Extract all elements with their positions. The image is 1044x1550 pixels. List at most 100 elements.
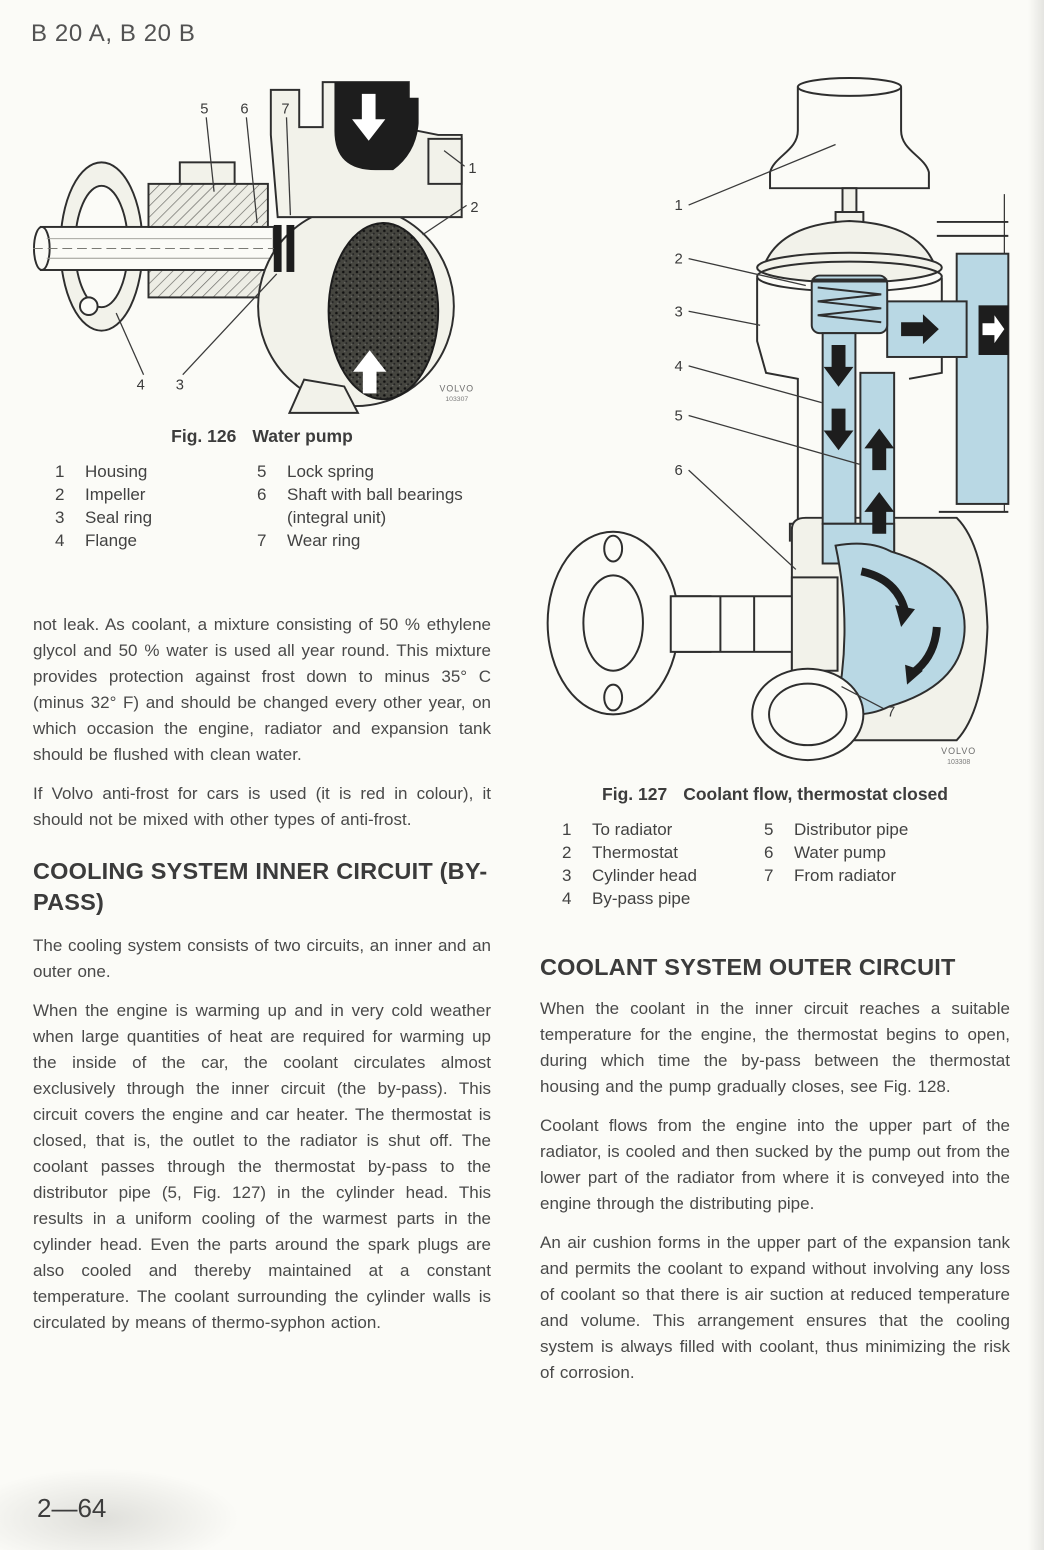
fig127-legend-right: 5 Distributor pipe 6 Water pump 7 From radi… — [764, 818, 1010, 910]
seal-rings — [273, 224, 295, 272]
legend-label: Lock spring — [287, 462, 374, 481]
legend-label: Wear ring — [287, 531, 361, 550]
paragraph-anti-frost: If Volvo anti-frost for cars is used (it… — [33, 784, 491, 829]
legend-item: 2 Thermostat — [562, 841, 764, 864]
fig127-credit: VOLVO — [941, 746, 976, 756]
legend-number: 5 — [257, 462, 267, 481]
callout-2: 2 — [675, 252, 683, 268]
fig127-caption-label: Fig. 127 — [602, 784, 668, 804]
distributor-arrow-up-icon — [864, 492, 895, 534]
legend-label: Housing — [85, 462, 148, 481]
fig126-legend-right: 5 Lock spring 6 Shaft with ball bearings (… — [257, 460, 491, 552]
legend-label: Shaft with ball bearings (integral unit) — [287, 485, 463, 527]
legend-item: 3 Cylinder head — [562, 864, 764, 887]
engine-body-outline — [756, 277, 943, 542]
callout-7: 7 — [281, 101, 289, 117]
legend-number: 3 — [562, 866, 572, 885]
distributor-arrow-up-icon — [864, 428, 895, 471]
legend-label: Seal ring — [85, 508, 153, 527]
legend-number: 7 — [764, 866, 774, 885]
paragraph-coolant-flow: Coolant flows from the engine into the u… — [540, 1116, 1010, 1213]
legend-label: Cylinder head — [592, 866, 697, 885]
legend-item: 4 By-pass pipe — [562, 887, 764, 910]
heading-inner-circuit: COOLING SYSTEM INNER CIRCUIT (BY-PASS) — [33, 858, 488, 915]
paragraph-inner-circuit-detail: When the engine is warming up and in ver… — [33, 1001, 491, 1332]
page-title: B 20 A, B 20 B — [31, 20, 196, 47]
legend-number: 4 — [562, 889, 572, 908]
callout-2: 2 — [470, 200, 478, 216]
filler-neck — [769, 76, 930, 190]
pump-impeller — [834, 542, 966, 716]
legend-label: Thermostat — [592, 843, 678, 862]
pump-shaft — [33, 225, 288, 271]
page-edge-shadow — [1028, 0, 1044, 1550]
paragraph-two-circuits: The cooling system consists of two circu… — [33, 936, 491, 981]
legend-item: 7 Wear ring — [257, 529, 491, 552]
legend-item: 5 Lock spring — [257, 460, 491, 483]
legend-item: 4 Flange — [55, 529, 257, 552]
heading-outer-circuit: COOLANT SYSTEM OUTER CIRCUIT — [540, 954, 956, 980]
legend-label: Water pump — [794, 843, 886, 862]
fig127-credit-number: 103308 — [947, 759, 970, 766]
inlet-elbow — [269, 81, 463, 219]
page-number: 2—64 — [37, 1493, 107, 1523]
paragraph-air-cushion: An air cushion forms in the upper part o… — [540, 1233, 1010, 1382]
from-radiator-pipe — [751, 667, 865, 762]
fig127-callouts: 1 2 3 4 5 6 7 — [675, 143, 895, 720]
callout-7: 7 — [887, 704, 895, 720]
callout-5: 5 — [200, 101, 208, 117]
radiator-arrow-right-icon — [901, 314, 939, 345]
legend-label: To radiator — [592, 820, 673, 839]
fig126-callouts: 5 6 7 1 2 4 3 — [115, 101, 478, 393]
legend-label: Flange — [85, 531, 137, 550]
legend-item: 3 Seal ring — [55, 506, 257, 529]
paragraph-coolant-mixture: not leak. As coolant, a mixture consisti… — [33, 615, 491, 764]
callout-6: 6 — [675, 463, 683, 479]
legend-number: 5 — [764, 820, 774, 839]
legend-number: 6 — [257, 485, 267, 504]
legend-number: 3 — [55, 508, 65, 527]
legend-number: 2 — [562, 843, 572, 862]
callout-1: 1 — [468, 161, 476, 177]
legend-number: 4 — [55, 531, 65, 550]
callout-1: 1 — [675, 198, 683, 214]
legend-item: 5 Distributor pipe — [764, 818, 1010, 841]
callout-3: 3 — [176, 377, 184, 393]
thermostat — [811, 278, 888, 324]
legend-item: 7 From radiator — [764, 864, 1010, 887]
fig126-caption-title: Water pump — [252, 426, 353, 446]
flow-arrows — [823, 305, 1009, 534]
fig127-drawing: 1 2 3 4 5 6 7 VOLVO 103308 — [546, 76, 1010, 766]
legend-number: 6 — [764, 843, 774, 862]
legend-item: 6 Shaft with ball bearings (integral unit… — [257, 483, 491, 529]
legend-number: 7 — [257, 531, 267, 550]
fig126-credit: VOLVO — [440, 383, 475, 393]
legend-item: 2 Impeller — [55, 483, 257, 506]
legend-number: 2 — [55, 485, 65, 504]
legend-label: From radiator — [794, 866, 897, 885]
callout-6: 6 — [240, 101, 248, 117]
bearing-housing — [147, 161, 269, 299]
callout-4: 4 — [137, 377, 145, 393]
legend-item: 6 Water pump — [764, 841, 1010, 864]
fig126-credit-number: 103307 — [445, 396, 468, 403]
impeller — [327, 222, 440, 401]
callout-4: 4 — [675, 359, 683, 375]
scan-smudge — [0, 1468, 240, 1550]
legend-label: Distributor pipe — [794, 820, 909, 839]
fig126-drawing: 5 6 7 1 2 4 3 VOLVO 103307 — [33, 81, 478, 414]
callout-5: 5 — [675, 409, 683, 425]
flow-arrow-up-icon — [353, 350, 387, 394]
pump-shaft — [669, 576, 839, 672]
legend-label: Impeller — [85, 485, 146, 504]
legend-label: By-pass pipe — [592, 889, 691, 908]
